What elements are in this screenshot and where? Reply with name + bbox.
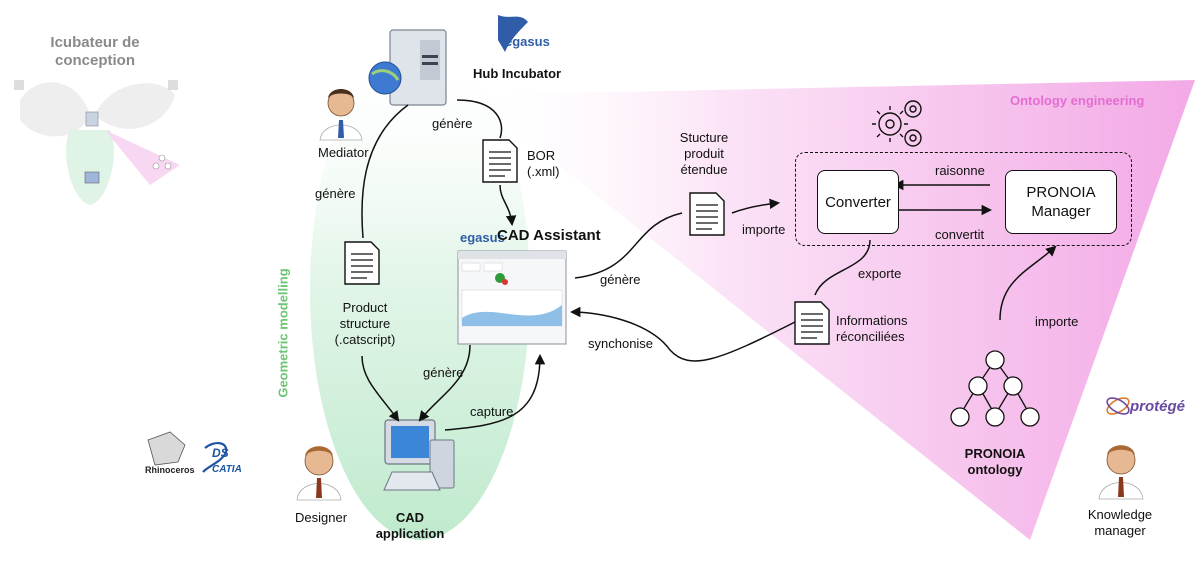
edge-doc-to-converter — [731, 198, 781, 214]
edge-label-genere-hub: génère — [432, 116, 473, 131]
ontology-engineering-title: Ontology engineering — [1010, 93, 1145, 108]
bor-label-line2: (.xml) — [527, 164, 560, 179]
edge-exporte — [814, 239, 871, 296]
structure-etendue-line2: produit — [684, 146, 724, 161]
edge-bor-to-assistant — [499, 184, 517, 227]
ontology-region — [470, 80, 1195, 540]
cad-application-line1: CAD — [395, 510, 425, 525]
edge-product-to-app — [361, 355, 400, 422]
edge-label-genere-mediator: génère — [315, 186, 356, 201]
informations-line1: Informations — [836, 313, 908, 328]
geometric-modelling-title: Geometric modelling — [275, 268, 291, 398]
edge-assistant-to-app — [418, 344, 471, 422]
sidebar-thumbnail — [14, 80, 180, 205]
structure-etendue-line1: Stucture — [679, 130, 729, 145]
edge-label-convertit: convertit — [935, 227, 985, 242]
structure-etendue-label: Stucture produit étendue — [668, 130, 740, 178]
edge-ontology-to-manager — [999, 245, 1057, 321]
informations-line2: réconciliées — [836, 329, 905, 344]
product-structure-document-icon — [344, 241, 380, 285]
designer-person-icon — [296, 446, 342, 501]
cad-application-label: CAD application — [365, 510, 455, 542]
edge-hub-to-bor — [456, 99, 503, 139]
informations-document-icon — [794, 301, 830, 345]
structure-etendue-line3: étendue — [680, 162, 728, 177]
bor-document-icon — [482, 139, 518, 183]
pronoia-ontology-label: PRONOIA ontology — [950, 446, 1040, 478]
catia-logo-icon — [202, 442, 228, 473]
edge-label-genere-app: génère — [423, 365, 464, 380]
product-structure-line3: (.catscript) — [334, 332, 396, 347]
mediator-person-icon — [319, 89, 363, 141]
product-structure-line1: Product — [342, 300, 388, 315]
rhino-logo-icon — [147, 431, 186, 466]
mediator-label: Mediator — [318, 145, 369, 160]
edge-capture — [444, 353, 546, 431]
structure-etendue-document-icon — [689, 192, 725, 236]
edge-mediator-curve — [361, 104, 409, 239]
edge-label-importe-converter: importe — [742, 222, 786, 237]
sidebar-title: Icubateur de conception — [40, 34, 150, 70]
pronoia-manager-line2: Manager — [1031, 203, 1091, 220]
protege-logo-icon — [1106, 397, 1130, 415]
pronoia-ontology-line2: ontology — [967, 462, 1023, 477]
reasoning-container — [795, 152, 1132, 246]
designer-label: Designer — [295, 510, 348, 525]
sidebar-title-line1: Icubateur de — [50, 34, 140, 51]
assistant-logo-text: egasus — [460, 230, 505, 245]
knowledge-manager-line1: Knowledge — [1087, 507, 1153, 522]
pronoia-manager-line1: PRONOIA — [1026, 184, 1096, 201]
protege-logo-text: protégé — [1130, 398, 1186, 415]
edge-label-capture: capture — [470, 404, 514, 419]
hub-incubator-label: Hub Incubator — [473, 66, 562, 81]
edge-label-exporte: exporte — [858, 266, 902, 281]
product-structure-label: Product structure (.catscript) — [330, 300, 400, 348]
sidebar-title-line2: conception — [54, 52, 135, 69]
bor-label-line1: BOR — [527, 148, 556, 163]
knowledge-manager-person-icon — [1098, 445, 1144, 500]
cad-application-line2: application — [375, 526, 445, 541]
edge-label-genere-right: génère — [600, 272, 641, 287]
edge-info-to-assistant — [569, 306, 796, 362]
converter-label: Converter — [825, 193, 891, 211]
knowledge-manager-line2: manager — [1094, 523, 1146, 538]
computer-icon — [383, 419, 455, 491]
cad-assistant-screenshot — [457, 250, 567, 345]
edge-label-raisonne: raisonne — [935, 163, 985, 178]
geometric-region — [310, 40, 530, 540]
product-structure-line2: structure — [339, 316, 391, 331]
ds-logo-text: DS — [212, 446, 229, 460]
edge-label-importe-ontology: importe — [1035, 314, 1079, 329]
pronoia-manager-box: PRONOIA Manager — [1005, 170, 1117, 234]
edge-label-synchonise: synchonise — [588, 336, 654, 351]
pegasus-logo-icon — [498, 15, 528, 52]
ontology-tree-icon — [950, 350, 1040, 427]
server-icon — [368, 29, 447, 106]
pronoia-ontology-line1: PRONOIA — [964, 446, 1026, 461]
cad-assistant-label: CAD Assistant — [497, 227, 601, 244]
knowledge-manager-label: Knowledge manager — [1080, 507, 1160, 539]
informations-label: Informations réconciliées — [836, 313, 908, 345]
gears-icon — [872, 100, 922, 147]
rhino-logo-text: Rhinoceros — [145, 465, 195, 475]
hub-logo-text: egasus — [505, 34, 550, 49]
bor-label: BOR (.xml) — [527, 148, 560, 180]
converter-box: Converter — [817, 170, 899, 234]
edge-assistant-right — [574, 212, 683, 279]
catia-logo-text: CATIA — [212, 464, 242, 475]
